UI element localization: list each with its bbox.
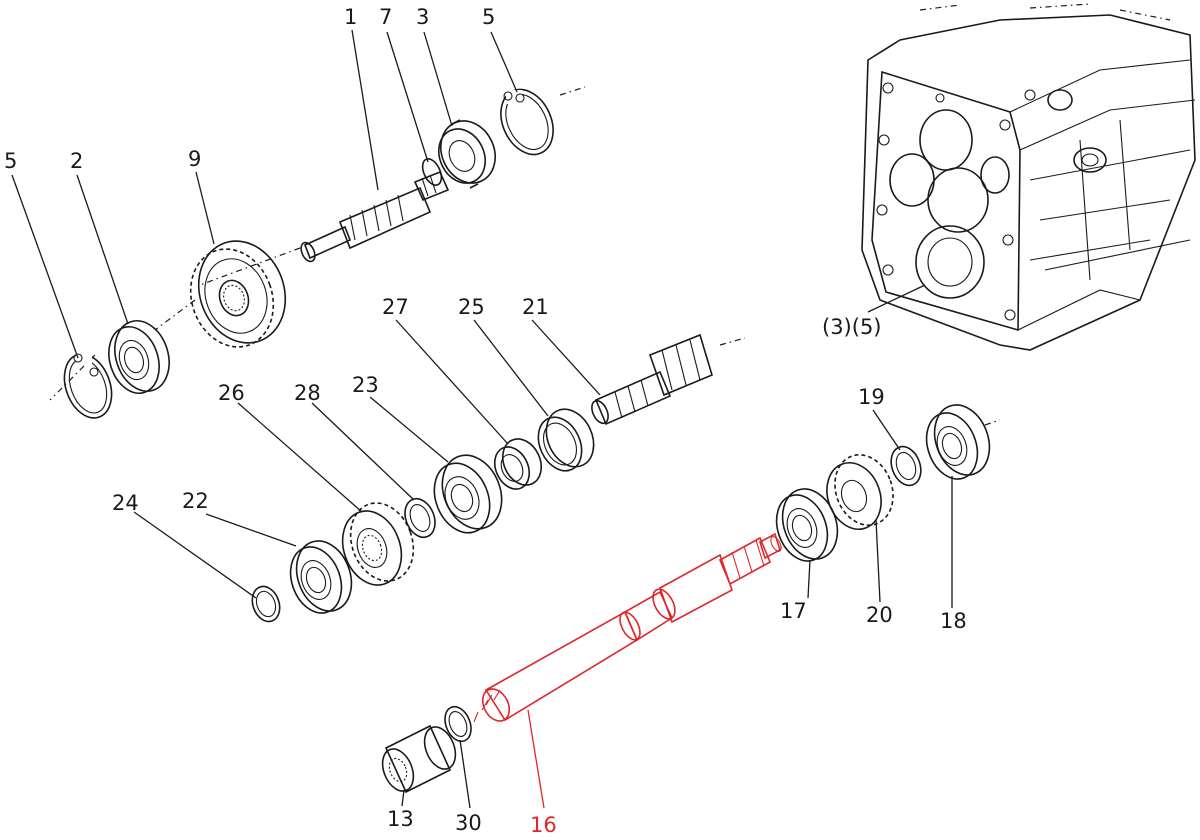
part-9-gear xyxy=(189,240,287,348)
part-19-washer xyxy=(890,445,922,487)
callout-22: 22 xyxy=(182,489,209,513)
callout-24: 24 xyxy=(112,491,139,515)
part-17-bearing xyxy=(775,488,839,562)
callout-13: 13 xyxy=(387,807,414,831)
callout-28: 28 xyxy=(294,381,321,405)
part-30-washer xyxy=(444,705,472,743)
part-21-shaft xyxy=(591,333,713,426)
callout-20: 20 xyxy=(866,603,893,627)
callout-1: 1 xyxy=(344,5,357,29)
callout-27: 27 xyxy=(382,295,409,319)
part-28-washer xyxy=(404,497,436,539)
part-18-bearing xyxy=(925,404,1001,480)
part-3-bearing xyxy=(438,119,496,189)
part-13-collar xyxy=(381,724,457,794)
leader-lines xyxy=(11,29,953,809)
part-27-bearing-cone xyxy=(493,438,543,490)
callout-7: 7 xyxy=(379,5,392,29)
callout-25: 25 xyxy=(458,295,485,319)
callout-23: 23 xyxy=(352,373,379,397)
gearbox-housing xyxy=(861,3,1196,351)
part-26-gear xyxy=(341,502,415,586)
callout-30: 30 xyxy=(455,811,482,835)
part-5-circlip-upper xyxy=(500,88,554,156)
part-7-ring xyxy=(421,158,443,186)
callout-3-5: (3)(5) xyxy=(822,315,882,339)
part-25-bearing-cup xyxy=(537,408,595,472)
callout-5-lower: 5 xyxy=(4,149,17,173)
part-22-bearing xyxy=(289,540,353,614)
callout-26: 26 xyxy=(218,381,245,405)
part-2-bearing xyxy=(108,320,170,394)
part-24-snap-ring xyxy=(251,585,281,623)
part-16-main-shaft xyxy=(473,532,782,723)
callout-19: 19 xyxy=(858,385,885,409)
callout-21: 21 xyxy=(522,295,549,319)
callout-labels: 1 7 3 5 5 2 9 27 25 21 26 28 23 24 22 19… xyxy=(4,5,967,837)
part-5-circlip-lower xyxy=(63,352,113,419)
callout-16: 16 xyxy=(530,813,557,837)
callout-18: 18 xyxy=(940,609,967,633)
part-20-gear xyxy=(826,454,894,530)
callout-3: 3 xyxy=(416,5,429,29)
part-1-shaft xyxy=(300,170,450,263)
callout-5-upper: 5 xyxy=(482,5,495,29)
callout-17: 17 xyxy=(780,599,807,623)
part-23-bearing xyxy=(433,454,503,534)
callout-9: 9 xyxy=(188,147,201,171)
callout-2: 2 xyxy=(70,149,83,173)
